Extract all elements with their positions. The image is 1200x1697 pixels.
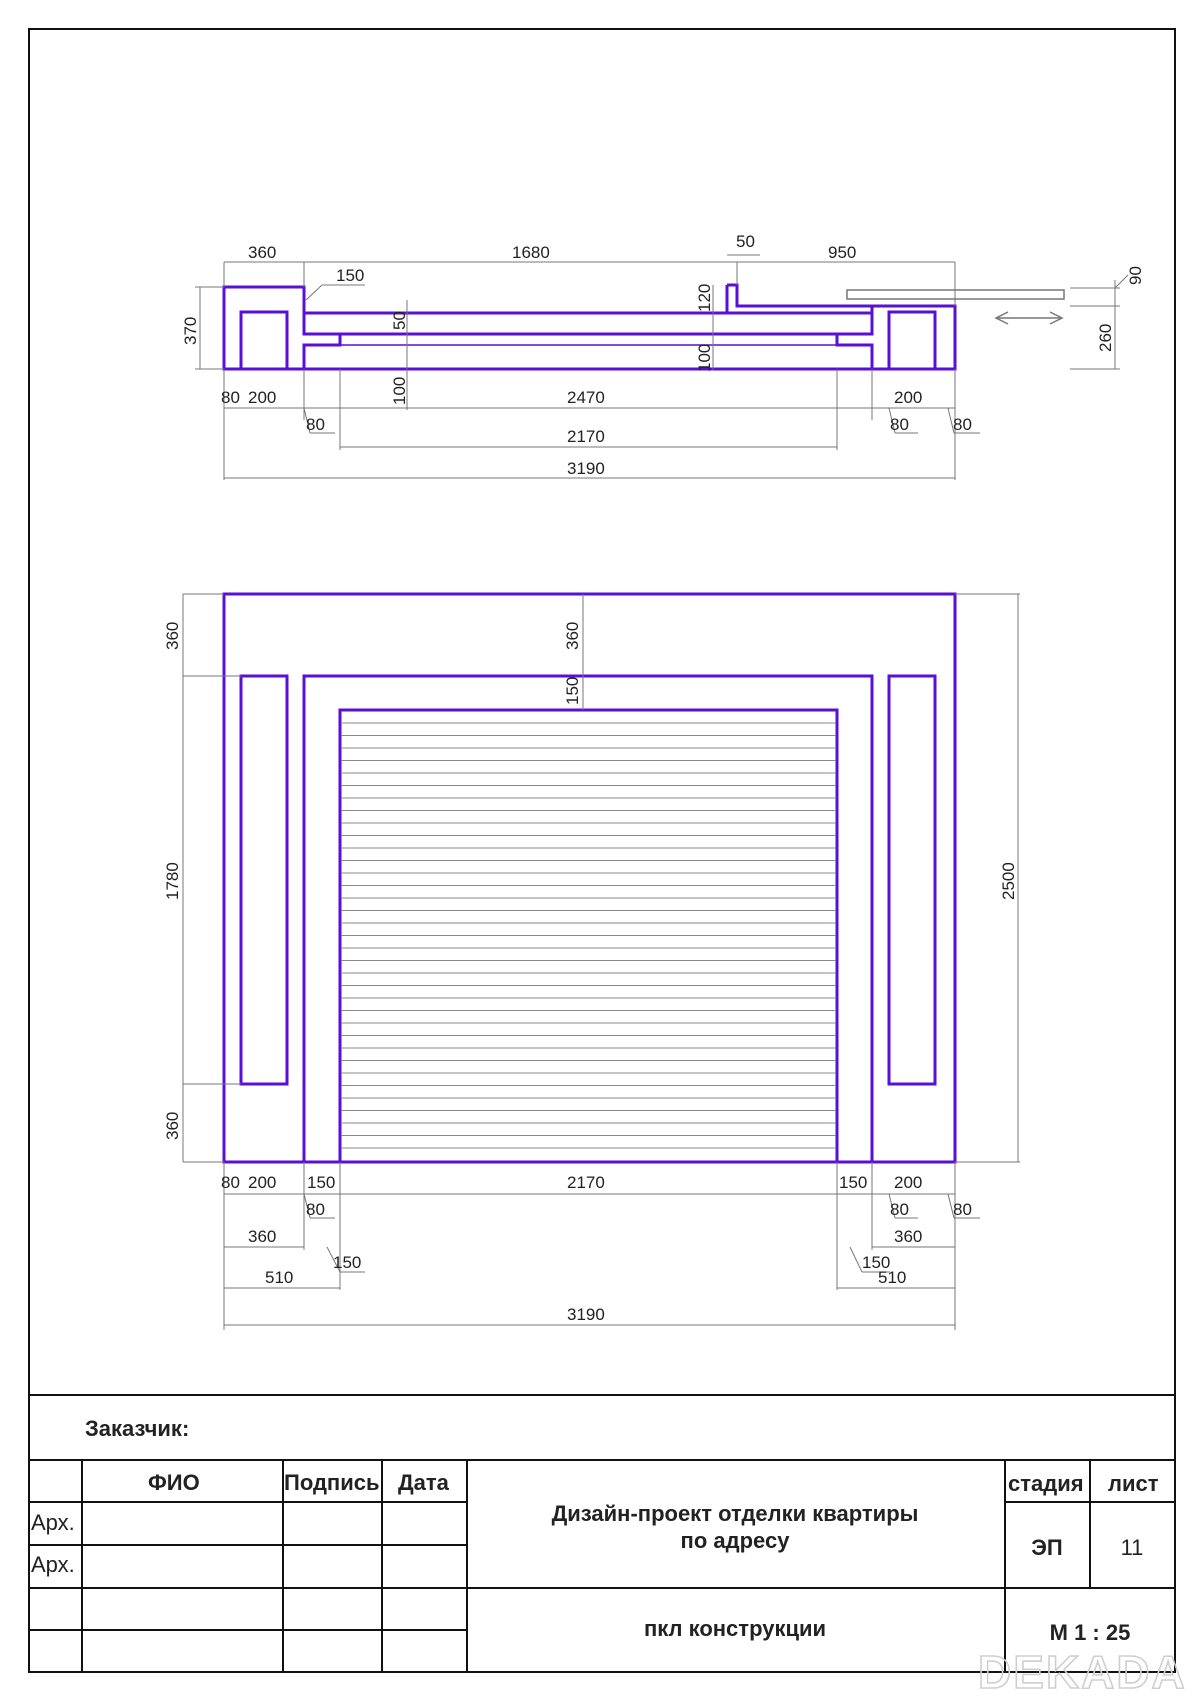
dim-plan-50-inner: 50 — [390, 311, 409, 330]
dim-elev-150-center: 150 — [563, 677, 582, 705]
dim-elev-3190: 3190 — [567, 1305, 605, 1324]
dim-plan-150: 150 — [336, 266, 364, 285]
plan-dim-lines — [195, 254, 1129, 480]
door-slats — [341, 722, 836, 1149]
dim-elev-150-left-b: 150 — [333, 1253, 361, 1272]
role-arch-1: Арх. — [31, 1510, 75, 1535]
plan-outline — [222, 283, 957, 371]
dim-plan-120: 120 — [695, 284, 714, 312]
dim-elev-2500: 2500 — [999, 862, 1018, 900]
dim-plan-200-right: 200 — [894, 388, 922, 407]
dim-elev-80-right: 80 — [890, 1200, 909, 1219]
dim-plan-370: 370 — [181, 317, 200, 345]
sheet-frame — [28, 28, 1176, 1673]
dim-plan-1680: 1680 — [512, 243, 550, 262]
dim-elev-1780: 1780 — [163, 862, 182, 900]
sheet-title: пкл конструкции — [644, 1616, 826, 1641]
dim-elev-80-right-b: 80 — [953, 1200, 972, 1219]
dim-plan-80-right-b: 80 — [953, 415, 972, 434]
dim-elev-80-left: 80 — [221, 1173, 240, 1192]
stage-value: ЭП — [1031, 1535, 1062, 1560]
dim-plan-2470: 2470 — [567, 388, 605, 407]
elevation-view: 360 1780 360 360 150 2500 80 200 150 80 … — [163, 592, 1020, 1330]
elevation-dim-lines — [182, 593, 1020, 1330]
dim-plan-3190: 3190 — [567, 459, 605, 478]
dim-plan-200-left: 200 — [248, 388, 276, 407]
dim-plan-90: 90 — [1126, 266, 1145, 285]
project-title-line2: по адресу — [681, 1528, 791, 1553]
dim-elev-360-right: 360 — [894, 1227, 922, 1246]
dim-elev-150-right-b: 150 — [862, 1253, 890, 1272]
dim-elev-360-center: 360 — [563, 622, 582, 650]
elevation-outline — [222, 592, 957, 1164]
customer-label: Заказчик: — [85, 1416, 189, 1441]
dim-plan-950: 950 — [828, 243, 856, 262]
dim-elev-150-left: 150 — [307, 1173, 335, 1192]
dim-elev-360-left: 360 — [248, 1227, 276, 1246]
dim-elev-200-left: 200 — [248, 1173, 276, 1192]
dim-plan-80-right: 80 — [890, 415, 909, 434]
sheet-value: 11 — [1121, 1535, 1144, 1560]
dim-plan-50-top: 50 — [736, 232, 755, 251]
slide-arrow-icon — [994, 311, 1064, 325]
dim-elev-510-left: 510 — [265, 1268, 293, 1287]
title-block: Заказчик: ФИО Подпись Дата Арх. Арх. Диз… — [29, 1394, 1175, 1672]
col-stage: стадия — [1008, 1471, 1084, 1496]
dim-plan-100-left: 100 — [390, 377, 409, 405]
col-fio: ФИО — [148, 1470, 200, 1495]
dim-elev-2170: 2170 — [567, 1173, 605, 1192]
dim-plan-260: 260 — [1096, 324, 1115, 352]
col-sheet: лист — [1108, 1471, 1159, 1496]
dim-elev-510-right: 510 — [878, 1268, 906, 1287]
dim-elev-200-right: 200 — [894, 1173, 922, 1192]
dim-elev-360-bottom-left: 360 — [163, 1112, 182, 1140]
scale-value: М 1 : 25 — [1050, 1620, 1131, 1645]
watermark-logo: DEKADA — [978, 1646, 1187, 1697]
col-signature: Подпись — [284, 1470, 380, 1495]
dim-plan-2170: 2170 — [567, 427, 605, 446]
dim-plan-360: 360 — [248, 243, 276, 262]
dim-elev-150-right: 150 — [839, 1173, 867, 1192]
dim-elev-80-left-b: 80 — [306, 1200, 325, 1219]
role-arch-2: Арх. — [31, 1552, 75, 1577]
col-date: Дата — [398, 1470, 450, 1495]
plan-view: 360 1680 50 950 150 370 50 100 120 100 9… — [181, 232, 1145, 480]
dim-plan-100-right: 100 — [695, 344, 714, 372]
dim-elev-360-top-left: 360 — [163, 622, 182, 650]
dim-plan-80-left-b: 80 — [306, 415, 325, 434]
dim-plan-80-left: 80 — [221, 388, 240, 407]
project-title-line1: Дизайн-проект отделки квартиры — [552, 1501, 919, 1526]
